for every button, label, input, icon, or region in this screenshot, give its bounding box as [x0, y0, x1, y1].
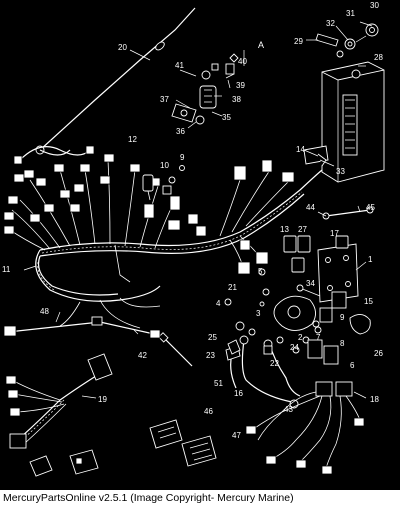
callout-20: 20: [118, 43, 127, 52]
exploded-parts-drawing: 20 30 31 32 29 28 A 41 40 39 38 37 35 36…: [2, 1, 385, 477]
callout-11: 11: [2, 265, 11, 274]
callout-18: 18: [370, 395, 379, 404]
callout-24: 24: [290, 343, 299, 352]
part-46-connector[interactable]: [149, 419, 183, 449]
callout-22: 22: [270, 359, 279, 368]
parts-6-7-8-connectors[interactable]: [296, 284, 339, 365]
callout-27: 27: [298, 225, 307, 234]
part-26-clamp[interactable]: [349, 314, 371, 335]
callout-36: 36: [176, 127, 185, 136]
part-42-cable-tie[interactable]: [158, 332, 193, 367]
part-20-cable[interactable]: [35, 7, 196, 156]
callout-19: 19: [98, 395, 107, 404]
callout-16: 16: [234, 389, 243, 398]
part-15-relay[interactable]: [292, 291, 347, 354]
callout-23: 23: [206, 351, 215, 360]
callout-17: 17: [330, 229, 339, 238]
callout-47: 47: [232, 431, 241, 440]
part-3-solenoid[interactable]: [259, 288, 316, 331]
ecm-fasteners[interactable]: [315, 23, 379, 58]
callout-28: 28: [374, 53, 383, 62]
wiring-harness-diagram: 20 30 31 32 29 28 A 41 40 39 38 37 35 36…: [0, 0, 400, 490]
harness-connector-branches-left[interactable]: [3, 145, 207, 251]
part-19-sub-harness[interactable]: [5, 353, 113, 449]
callout-8: 8: [340, 339, 345, 348]
part-12-connector[interactable]: [142, 174, 154, 201]
callout-45: 45: [366, 203, 375, 212]
callout-1: 1: [368, 255, 373, 264]
callout-29: 29: [294, 37, 303, 46]
callout-37: 37: [160, 95, 169, 104]
callout-31: 31: [346, 9, 355, 18]
copyright-caption: MercuryPartsOnline v2.5.1 (Image Copyrig…: [3, 492, 294, 504]
callout-44: 44: [306, 203, 315, 212]
callout-12: 12: [128, 135, 137, 144]
callout-10: 10: [160, 161, 169, 170]
callout-3: 3: [256, 309, 261, 318]
callout-51: 51: [214, 379, 223, 388]
parts-9-10-fasteners[interactable]: [162, 165, 185, 195]
callout-5: 5: [258, 267, 263, 276]
part-11-main-harness[interactable]: [35, 169, 323, 329]
callout-25: 25: [208, 333, 217, 342]
callout-39: 39: [236, 81, 245, 90]
small-hardware-5-21-23-24-25[interactable]: [224, 268, 284, 355]
callout-43: 43: [284, 405, 293, 414]
callout-14: 14: [296, 145, 305, 154]
callout-9: 9: [180, 153, 185, 162]
callout-40: 40: [238, 57, 247, 66]
connectors-bottom-left[interactable]: [29, 449, 99, 477]
callout-46: 46: [204, 407, 213, 416]
callout-35: 35: [222, 113, 231, 122]
callout-A: A: [258, 40, 264, 50]
callout-15: 15: [364, 297, 373, 306]
sensor-assembly-35-41[interactable]: [171, 50, 245, 125]
part-47-connector[interactable]: [181, 435, 217, 467]
callout-48: 48: [40, 307, 49, 316]
callout-26: 26: [374, 349, 383, 358]
callout-21: 21: [228, 283, 237, 292]
callout-2: 2: [298, 333, 303, 342]
callout-30: 30: [370, 1, 379, 10]
callout-6: 6: [350, 361, 355, 370]
callout-33: 33: [336, 167, 345, 176]
part-18-sub-harness[interactable]: [245, 381, 365, 475]
callout-leaders: [23, 21, 373, 399]
callout-7: 7: [316, 333, 321, 342]
relays-13-17-27[interactable]: [283, 235, 349, 273]
callout-41: 41: [175, 61, 184, 70]
callout-labels: 20 30 31 32 29 28 A 41 40 39 38 37 35 36…: [2, 1, 383, 440]
callout-38: 38: [232, 95, 241, 104]
part-48-lead[interactable]: [3, 316, 161, 339]
callout-32: 32: [326, 19, 335, 28]
callout-9b: 9: [340, 313, 345, 322]
callout-13: 13: [280, 225, 289, 234]
callout-4: 4: [216, 299, 221, 308]
part-28-ecm-module[interactable]: [321, 61, 385, 183]
callout-42: 42: [138, 351, 147, 360]
callout-34: 34: [306, 279, 315, 288]
